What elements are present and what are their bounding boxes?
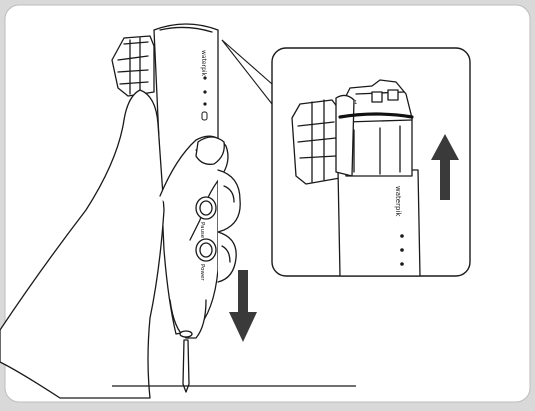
arrow-up-icon: [431, 134, 459, 200]
power-button-illustration: Power: [195, 238, 217, 281]
inset-attachment: [343, 79, 413, 177]
inset-o-ring: [338, 112, 414, 119]
fingers: [217, 169, 241, 283]
power-button-label: Power: [199, 264, 205, 281]
device-base: [169, 299, 207, 339]
inset-body: [337, 169, 421, 277]
pause-button-label: Pause: [199, 222, 205, 239]
nozzle-tip: [182, 339, 190, 393]
device-brand-label: waterpik: [200, 50, 207, 77]
device-in-hand: waterpik Pause Power: [0, 23, 241, 399]
inset-cap: [291, 99, 341, 185]
device-cap: [111, 35, 155, 97]
pause-button-illustration: Pause: [195, 196, 217, 239]
hand-outline: [0, 89, 165, 399]
arrow-down-icon: [229, 270, 257, 342]
inset-callout: 11 waterpik: [271, 47, 471, 277]
inset-brand-label: waterpik: [394, 186, 402, 217]
callout-pointer: [221, 39, 273, 105]
